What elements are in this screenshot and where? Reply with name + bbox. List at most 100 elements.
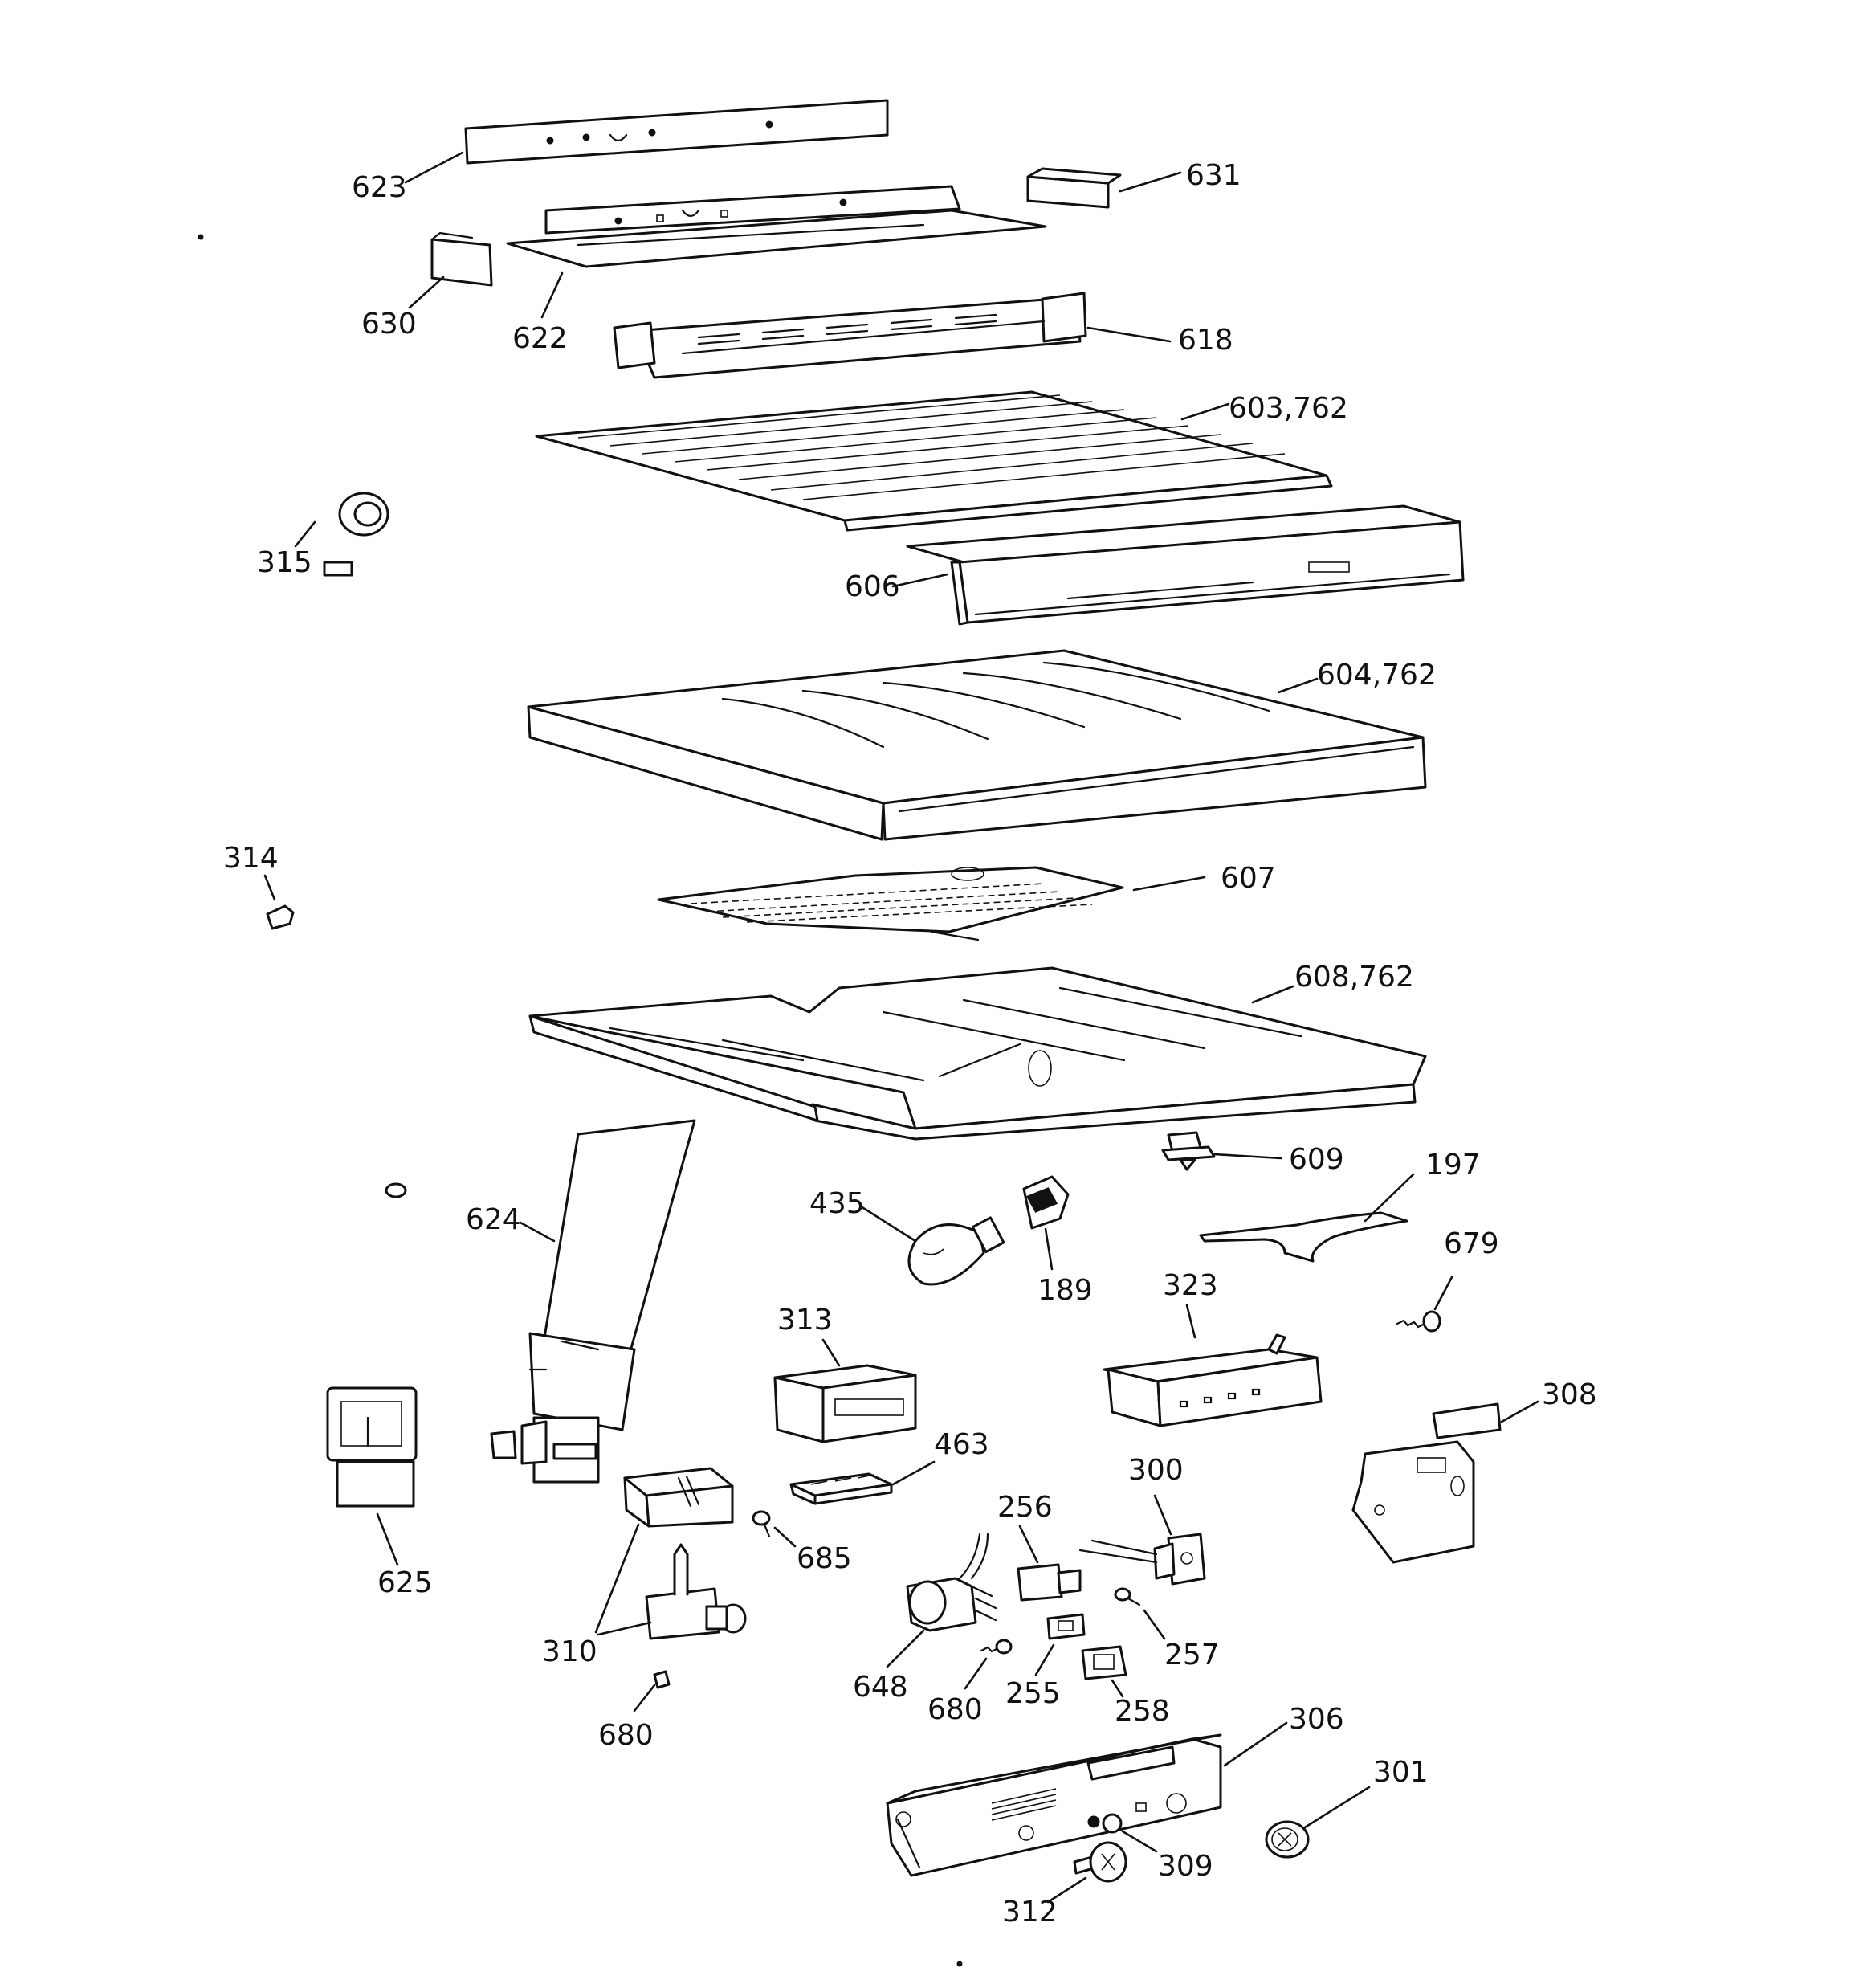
leader-608	[1251, 985, 1294, 1004]
scan-speck	[198, 234, 204, 240]
label-310: 310	[542, 1635, 597, 1668]
leader-309	[1121, 1830, 1158, 1853]
leader-622	[540, 271, 564, 319]
label-309: 309	[1158, 1850, 1213, 1883]
label-623: 623	[352, 171, 407, 204]
label-189: 189	[1037, 1274, 1093, 1307]
label-618: 618	[1178, 324, 1233, 357]
label-258: 258	[1115, 1695, 1170, 1728]
leader-310a	[594, 1523, 640, 1634]
label-312: 312	[1002, 1896, 1058, 1929]
part-300-thermostat	[1078, 1533, 1206, 1586]
leader-679	[1433, 1276, 1453, 1311]
leader-255	[1034, 1643, 1055, 1676]
part-679-screw	[1396, 1310, 1441, 1333]
label-257: 257	[1164, 1639, 1220, 1672]
part-618-light-housing	[613, 292, 1087, 379]
part-622-diffuser-plate	[506, 185, 1047, 268]
label-607: 607	[1221, 862, 1276, 895]
label-300: 300	[1128, 1454, 1184, 1487]
part-301-dial-knob	[1265, 1820, 1310, 1859]
label-314: 314	[223, 842, 279, 875]
label-630: 630	[361, 308, 417, 341]
label-648: 648	[853, 1671, 908, 1704]
leader-435	[859, 1205, 917, 1243]
leader-463	[891, 1460, 936, 1486]
part-308-mounting-bracket	[1351, 1402, 1502, 1564]
leader-680a	[964, 1657, 988, 1690]
label-622: 622	[512, 322, 568, 355]
part-255-button	[1046, 1613, 1086, 1640]
leader-631	[1119, 171, 1182, 193]
part-256-switch	[1017, 1563, 1082, 1602]
leader-680b	[633, 1684, 656, 1712]
part-435-light-bulb	[907, 1216, 1005, 1286]
label-256: 256	[997, 1491, 1053, 1524]
label-609: 609	[1289, 1143, 1344, 1176]
leader-300	[1153, 1494, 1172, 1536]
leader-308	[1500, 1400, 1539, 1423]
label-604: 604,762	[1317, 659, 1437, 692]
scan-speck	[956, 1961, 963, 1967]
leader-648	[886, 1629, 925, 1668]
leader-604	[1277, 677, 1319, 694]
leader-606	[891, 573, 949, 588]
label-680a: 680	[927, 1693, 983, 1726]
part-310-damper-control	[623, 1467, 747, 1640]
label-631: 631	[1186, 159, 1241, 192]
part-680-screw-a	[653, 1670, 671, 1689]
part-463-grille	[789, 1472, 893, 1505]
leader-630	[408, 276, 445, 309]
leader-315	[294, 520, 316, 548]
part-313-cover-box	[773, 1364, 917, 1443]
part-631-end-cap	[1026, 167, 1122, 209]
label-624: 624	[466, 1203, 521, 1236]
leader-313	[821, 1338, 841, 1367]
part-189-lamp-socket	[1022, 1175, 1070, 1230]
leader-258	[1111, 1679, 1124, 1698]
part-197-wire-harness	[1199, 1211, 1408, 1263]
label-606: 606	[845, 570, 900, 603]
part-648-solenoid	[906, 1533, 997, 1632]
part-314-clip	[266, 904, 295, 930]
part-312-dial-knob	[1073, 1841, 1127, 1883]
part-607-heater-mat	[657, 866, 1124, 941]
leader-301	[1303, 1786, 1371, 1829]
label-679: 679	[1444, 1227, 1499, 1260]
leader-323	[1185, 1304, 1196, 1339]
label-603: 603,762	[1229, 392, 1348, 425]
part-604-shelf-pan	[527, 649, 1427, 841]
label-608: 608,762	[1294, 961, 1414, 994]
label-197: 197	[1425, 1149, 1481, 1182]
label-435: 435	[809, 1187, 865, 1220]
part-306-control-housing	[886, 1733, 1222, 1877]
leader-609	[1213, 1153, 1282, 1160]
part-323-control-box	[1103, 1333, 1323, 1427]
leader-257	[1143, 1609, 1166, 1640]
label-625: 625	[377, 1566, 433, 1599]
part-309-knob	[1102, 1813, 1123, 1834]
leader-310b	[597, 1621, 652, 1636]
leader-189	[1044, 1227, 1054, 1271]
leader-314	[263, 874, 276, 901]
leader-685	[773, 1526, 797, 1548]
part-603-ribbed-shelf	[535, 390, 1333, 532]
label-680b: 680	[598, 1719, 654, 1752]
leader-618	[1086, 326, 1172, 343]
label-685: 685	[797, 1542, 852, 1575]
part-624-air-duct	[490, 1119, 696, 1484]
part-608-evaporator-cover	[528, 966, 1427, 1141]
leader-625	[376, 1512, 399, 1566]
leader-607	[1132, 876, 1206, 892]
label-255: 255	[1005, 1677, 1061, 1710]
label-323: 323	[1163, 1269, 1218, 1302]
label-313: 313	[777, 1304, 833, 1337]
label-463: 463	[934, 1428, 989, 1461]
leader-624	[519, 1221, 556, 1243]
leader-623	[404, 151, 464, 184]
leader-197	[1364, 1173, 1415, 1223]
part-606-rear-duct	[906, 504, 1465, 626]
part-258-cap	[1081, 1645, 1127, 1680]
label-308: 308	[1542, 1378, 1597, 1411]
part-625-damper	[326, 1386, 418, 1508]
